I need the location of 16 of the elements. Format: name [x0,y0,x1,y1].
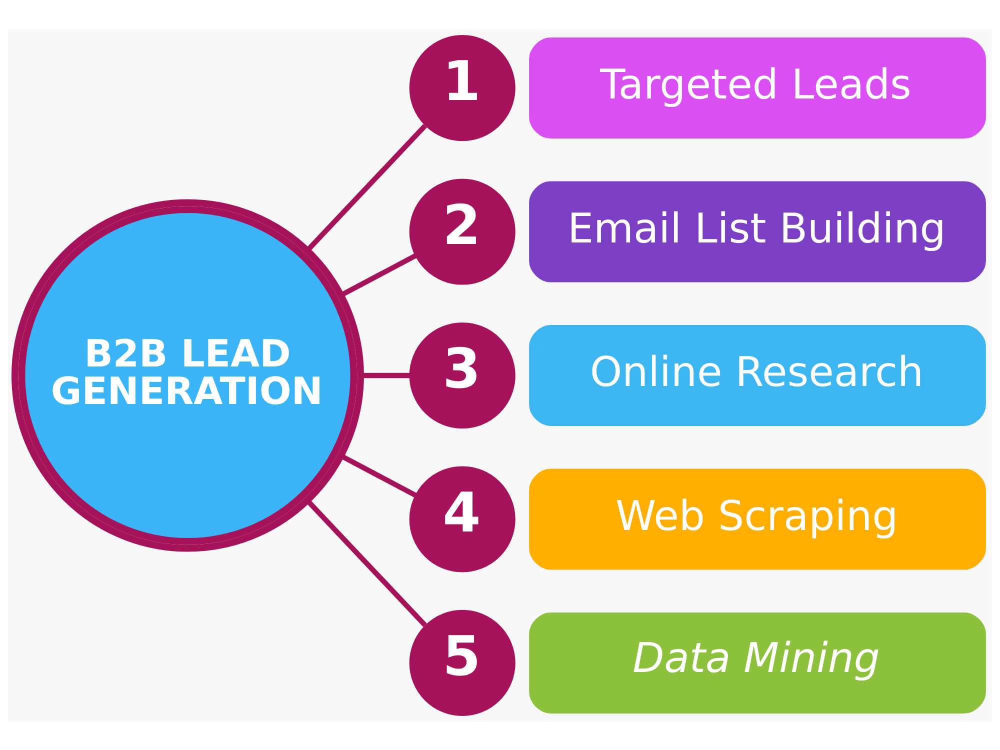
node-circle: 5 [409,609,516,716]
node-circle: 2 [409,178,516,284]
connector [306,123,427,252]
node-box: Web Scraping [529,468,986,570]
node-box: Data Mining [529,612,986,713]
connector [361,372,410,378]
node-circle: B2B LEAD GENERATION [11,198,364,552]
node-circle: 1 [409,34,516,141]
node-box: Targeted Leads [529,37,986,138]
connector [306,498,427,627]
connector [340,252,417,297]
node-box: Online Research [529,324,986,426]
node-circle: 3 [409,322,516,428]
node-circle: 4 [409,466,516,572]
connector [340,453,417,498]
node-box: Email List Building [529,180,986,282]
